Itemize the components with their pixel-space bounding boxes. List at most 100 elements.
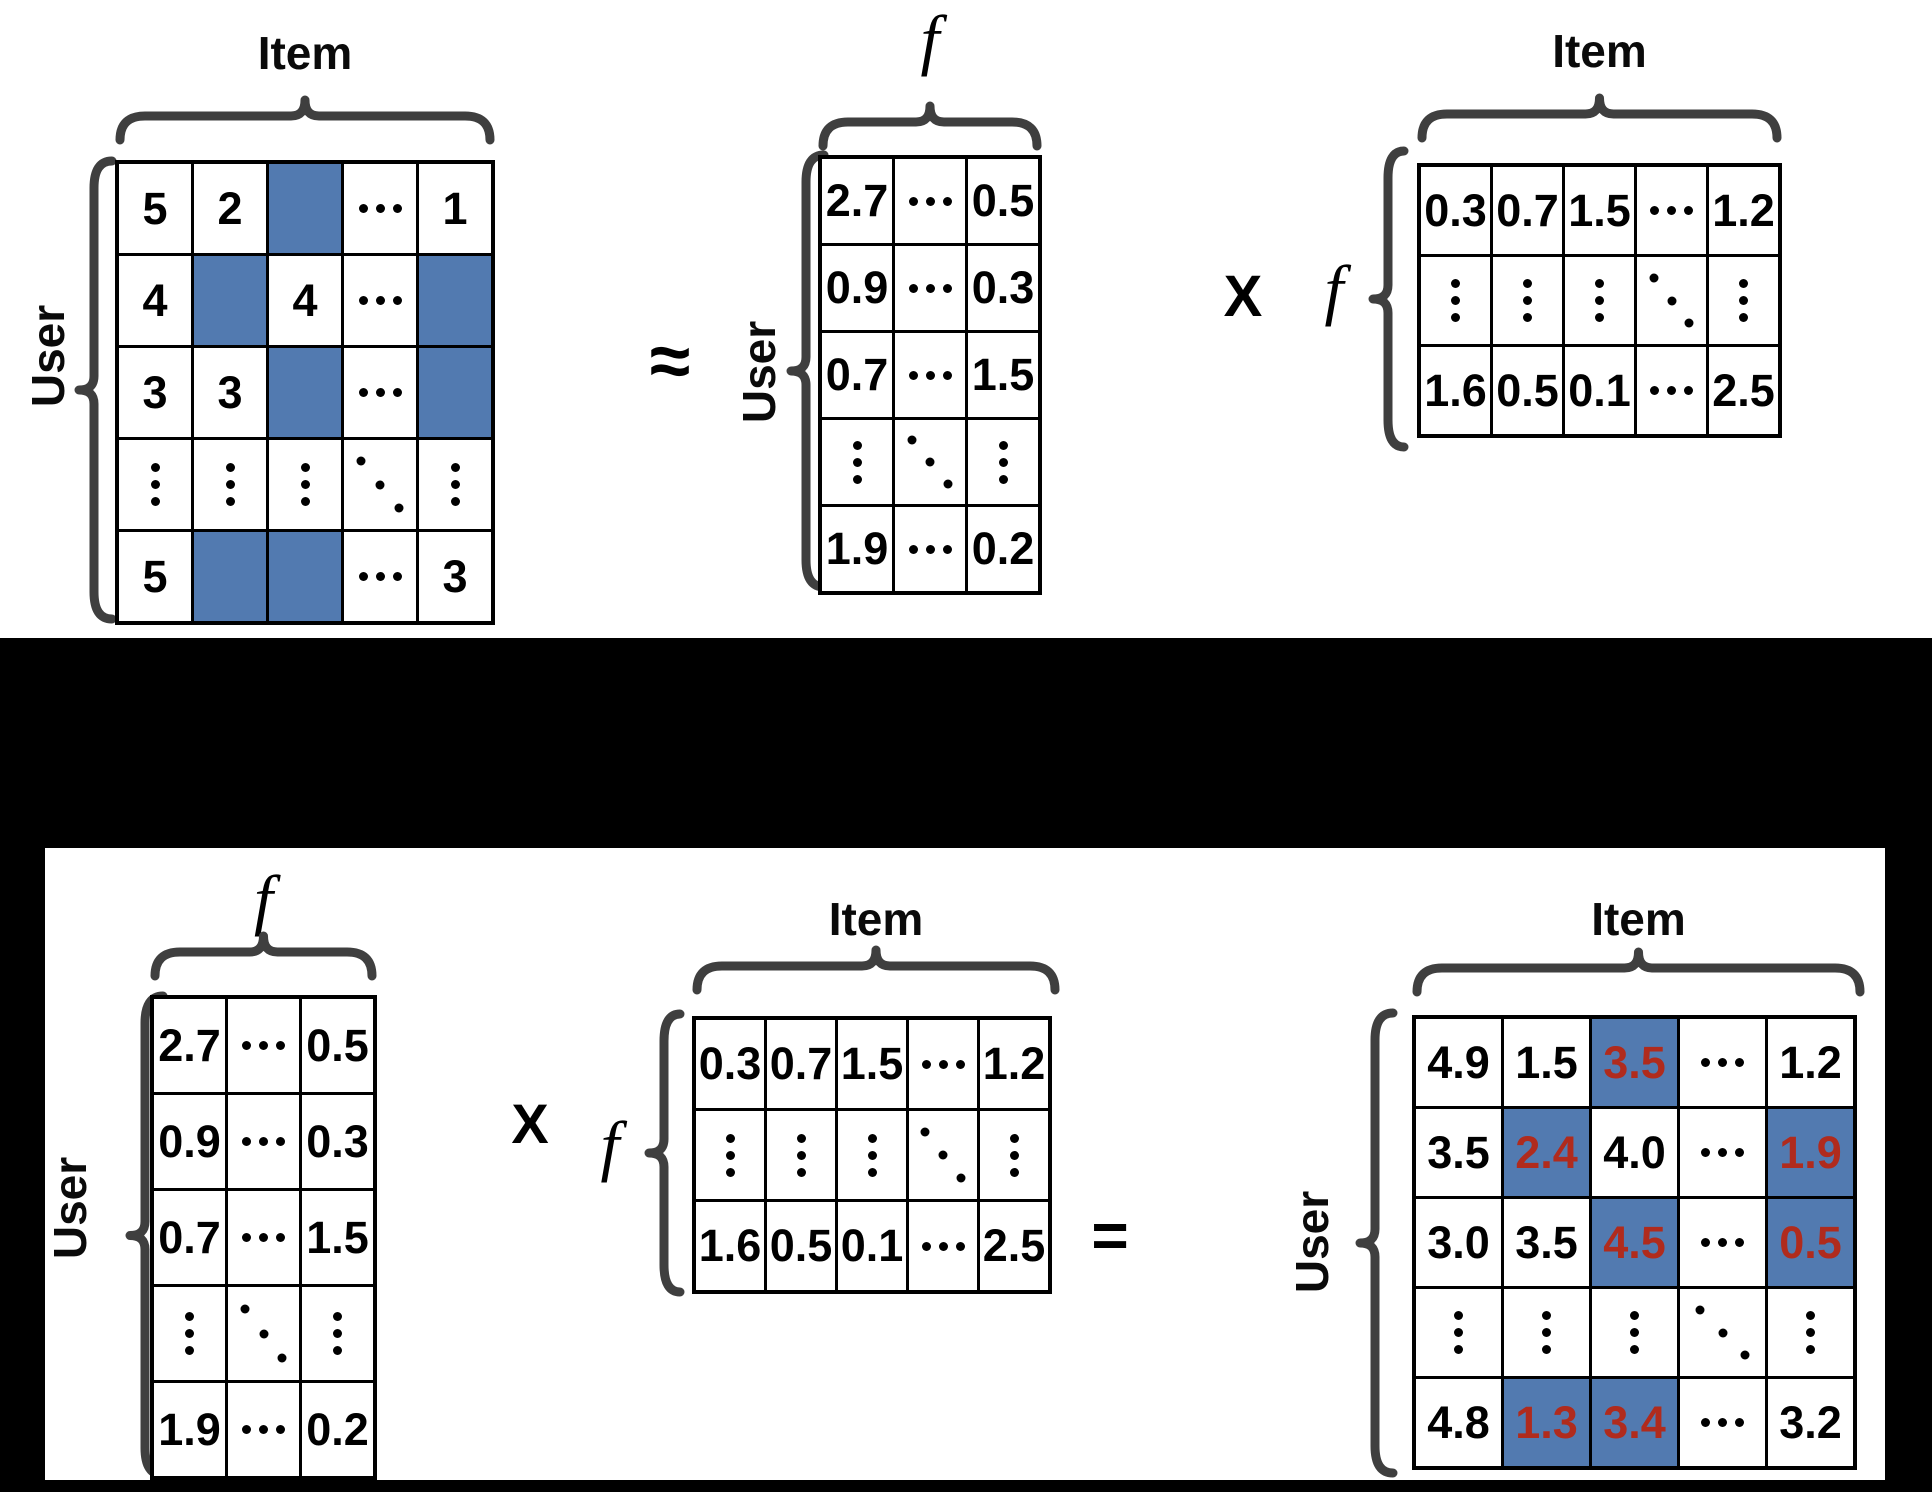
dot [796,1150,806,1160]
matrix-cell: 0.3 [696,1020,764,1108]
ellipsis-cell [1421,257,1490,344]
dot [938,1150,948,1160]
ellipsis-cell [228,1191,299,1284]
dot [998,474,1008,484]
ellipsis-cell [194,440,266,529]
user-brace [786,150,829,592]
matrix-cell: 1.9 [822,507,892,591]
dot [908,370,918,380]
dot [1595,296,1604,305]
dot [333,1329,342,1338]
ellipsis-cell [228,1383,299,1476]
matrix-cell: 1.9 [1768,1109,1853,1196]
matrix-cell: 1 [419,164,491,253]
dot [150,497,160,506]
dot [300,480,310,489]
dot [852,440,862,450]
ellipsis-cell [696,1111,764,1199]
dot [796,1133,806,1143]
matrix-cell: 0.3 [302,1095,373,1188]
dot [1630,1345,1639,1354]
dot [277,1353,287,1363]
matrix-cell: 5 [119,164,191,253]
ellipsis-cell [909,1202,977,1290]
dot [908,283,918,293]
user-brace [74,156,117,624]
dot [276,1137,285,1146]
ellipsis-cell [119,440,191,529]
dot [242,1425,251,1434]
matrix-cell: 4 [119,256,191,345]
ellipsis-cell [1565,257,1634,344]
matrix-cell: 2.7 [822,159,892,243]
dot [185,1312,194,1321]
matrix-cell: 3.5 [1504,1199,1589,1286]
dot [300,463,310,472]
dot [852,474,862,484]
dot [1542,1345,1551,1354]
dot [1684,206,1693,215]
dot [242,1137,251,1146]
dot [358,204,368,213]
ellipsis-cell [1680,1199,1765,1286]
dot [1718,1418,1727,1427]
ellipsis-cell [1637,257,1706,344]
user-label: User [44,1156,96,1260]
matrix-cell: 0.7 [822,333,892,417]
ellipsis-cell [909,1020,977,1108]
item-label: Item [1591,893,1686,945]
dot [1735,1418,1744,1427]
dot [925,196,935,206]
factor-brace [644,1009,685,1297]
matrix-cell: 0.1 [1565,347,1634,434]
matrix-cell: 3.5 [1592,1019,1677,1106]
dot [150,480,160,489]
dot [1740,1350,1750,1360]
matrix-cell: 0.5 [1768,1199,1853,1286]
matrix-cell: 3 [194,348,266,437]
dot [1454,1311,1463,1320]
dot [1650,206,1659,215]
ellipsis-cell [1504,1289,1589,1376]
dot [225,497,235,506]
item-label: Item [1552,25,1647,77]
matrix-cell: 1.3 [1504,1379,1589,1466]
matrix-cell: 3 [119,348,191,437]
dot [921,1241,931,1251]
dot [300,497,310,506]
matrix-cell [419,348,491,437]
dot [358,296,368,305]
ellipsis-cell [344,440,416,529]
user-brace [125,991,168,1480]
dot [925,457,935,467]
matrix-cell: 2.7 [154,999,225,1092]
ellipsis-cell [1680,1289,1765,1376]
ellipsis-cell [228,1095,299,1188]
matrix-cell: 2 [194,164,266,253]
dot [1009,1167,1019,1177]
dot [1701,1058,1710,1067]
matrix-cell: 0.7 [154,1191,225,1284]
dot [1684,318,1694,328]
dot [1718,1058,1727,1067]
ellipsis-cell [838,1111,906,1199]
ellipsis-cell [1416,1289,1501,1376]
matrix-cell: 3.2 [1768,1379,1853,1466]
matrix-cell: 3.0 [1416,1199,1501,1286]
dot [955,1059,965,1069]
matrix-cell: 4.9 [1416,1019,1501,1106]
matrix-cell [419,256,491,345]
matrix-cell: 1.2 [1768,1019,1853,1106]
matrix-cell: 2.5 [1709,347,1778,434]
dot [259,1233,268,1242]
matrix-cell: 0.3 [968,246,1038,330]
item-label: Item [828,893,924,945]
item-brace [1412,947,1865,997]
dot [375,572,385,581]
matrix-cell: 3.5 [1416,1109,1501,1196]
matrix-cell: 1.2 [980,1020,1048,1108]
dot [392,204,402,213]
